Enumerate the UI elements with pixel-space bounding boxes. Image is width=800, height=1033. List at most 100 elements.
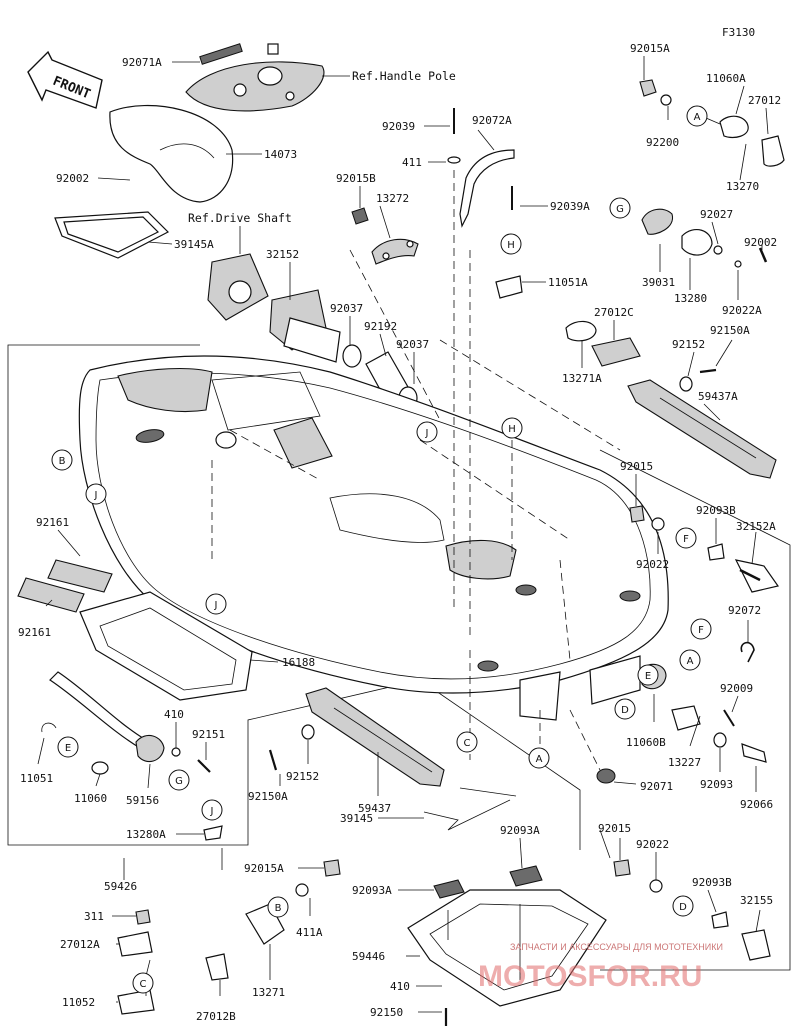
callout-B-hull: B [51, 449, 73, 471]
label-411: 411 [402, 156, 422, 169]
ride-plate-59446 [407, 889, 607, 1007]
label-92015A-bot: 92015A [244, 862, 284, 875]
rail-59437A [627, 379, 777, 479]
u-bolt-27012 [761, 135, 785, 167]
label-92015A-top: 92015A [630, 42, 670, 55]
label-92192: 92192 [364, 320, 397, 333]
svg-text:D: D [621, 705, 629, 716]
strap-39145 [423, 787, 517, 831]
tray-16188 [79, 591, 253, 701]
label-92039A: 92039A [550, 200, 590, 213]
label-32155: 32155 [740, 894, 773, 907]
part-labels: 92071A 14073 92002 39145A 32152 92037 92… [18, 42, 781, 1023]
svg-text:H: H [507, 240, 515, 251]
bracket-13272 [351, 207, 419, 265]
pads-92161 [17, 559, 113, 613]
valve-92066 [741, 743, 767, 763]
label-92022-bot: 92022 [636, 838, 669, 851]
clip-13280A [203, 825, 223, 841]
label-92150A-top: 92150A [710, 324, 750, 337]
label-92037-b: 92037 [396, 338, 429, 351]
callout-A-hull: A [679, 649, 701, 671]
callout-C-hull: C [456, 731, 478, 753]
svg-text:F: F [683, 534, 689, 545]
watermark: ЗАПЧАСТИ И АКСЕССУАРЫ ДЛЯ МОТОТЕХНИКИ MO… [478, 942, 723, 993]
label-11060: 11060 [74, 792, 107, 805]
clip-92072 [740, 641, 755, 663]
callout-C-bot: C [132, 972, 154, 994]
grommet-39031 [641, 208, 768, 268]
svg-text:E: E [645, 671, 651, 682]
label-92071A: 92071A [122, 56, 162, 69]
label-411A: 411A [296, 926, 323, 939]
nut-92015-bot [613, 859, 631, 877]
bolt-92150A-top [679, 368, 717, 392]
label-14073: 14073 [264, 148, 297, 161]
label-92015-bot: 92015 [598, 822, 631, 835]
label-27012A: 27012A [60, 938, 100, 951]
callout-J-left: J [205, 593, 227, 615]
lower-assembly-frame [419, 679, 581, 850]
callout-A-top: A [686, 105, 708, 127]
label-11060B: 11060B [626, 736, 666, 749]
washer-92093 [713, 732, 727, 748]
callout-D-hull: D [614, 698, 636, 720]
label-59437: 59437 [358, 802, 391, 815]
rail-59437 [268, 687, 445, 787]
svg-text:B: B [59, 456, 66, 467]
plate-92093B-bot [711, 911, 729, 929]
callout-E-hull: E [637, 664, 659, 686]
label-410-left: 410 [164, 708, 184, 721]
svg-text:J: J [94, 490, 98, 501]
nut-92015-mid [629, 505, 645, 523]
fitting-32152A [734, 559, 780, 593]
belt-39145A [54, 211, 170, 259]
watermark-line1: ЗАПЧАСТИ И АКСЕССУАРЫ ДЛЯ МОТОТЕХНИКИ [510, 942, 723, 952]
washer-92022-bot [649, 879, 663, 893]
label-13271: 13271 [252, 986, 285, 999]
label-92093A-left: 92093A [352, 884, 392, 897]
hull-body [78, 355, 669, 721]
label-32152: 32152 [266, 248, 299, 261]
label-92150A-bot: 92150A [248, 790, 288, 803]
label-59156: 59156 [126, 794, 159, 807]
washer-92022-mid [651, 517, 665, 531]
plate-92093B-mid [707, 543, 725, 561]
label-11060A: 11060A [706, 72, 746, 85]
label-92093: 92093 [700, 778, 733, 791]
svg-text:F: F [698, 625, 704, 636]
nut-92015A-top [639, 79, 657, 97]
label-410-bot: 410 [390, 980, 410, 993]
label-92152-top: 92152 [672, 338, 705, 351]
label-13280: 13280 [674, 292, 707, 305]
bracket-92072A [459, 149, 515, 228]
handle-pole-cover [185, 43, 325, 112]
callout-D-bot: D [672, 895, 694, 917]
svg-text:C: C [464, 738, 471, 749]
svg-text:J: J [210, 806, 214, 817]
bracket-11052 [117, 989, 155, 1015]
washer-411A [295, 883, 309, 897]
callout-G-top: G [609, 197, 631, 219]
callout-H-top: H [500, 233, 522, 255]
watermark-line2: MOTOSFOR.RU [478, 960, 702, 993]
pads-92093A [433, 865, 543, 899]
label-27012: 27012 [748, 94, 781, 107]
fitting-32155 [741, 929, 771, 961]
svg-text:A: A [536, 754, 543, 765]
bolt-92039 [447, 108, 461, 164]
callout-H-mid: H [501, 417, 523, 439]
svg-text:G: G [175, 776, 183, 787]
svg-text:C: C [140, 979, 147, 990]
label-92002-right: 92002 [744, 236, 777, 249]
left-assembly-frame [7, 344, 421, 846]
seat-part-14073 [109, 105, 234, 203]
label-92072: 92072 [728, 604, 761, 617]
nut-311 [135, 909, 151, 925]
label-59446: 59446 [352, 950, 385, 963]
label-92161-top: 92161 [36, 516, 69, 529]
label-92151: 92151 [192, 728, 225, 741]
label-92200: 92200 [646, 136, 679, 149]
ring-92071 [596, 768, 616, 784]
